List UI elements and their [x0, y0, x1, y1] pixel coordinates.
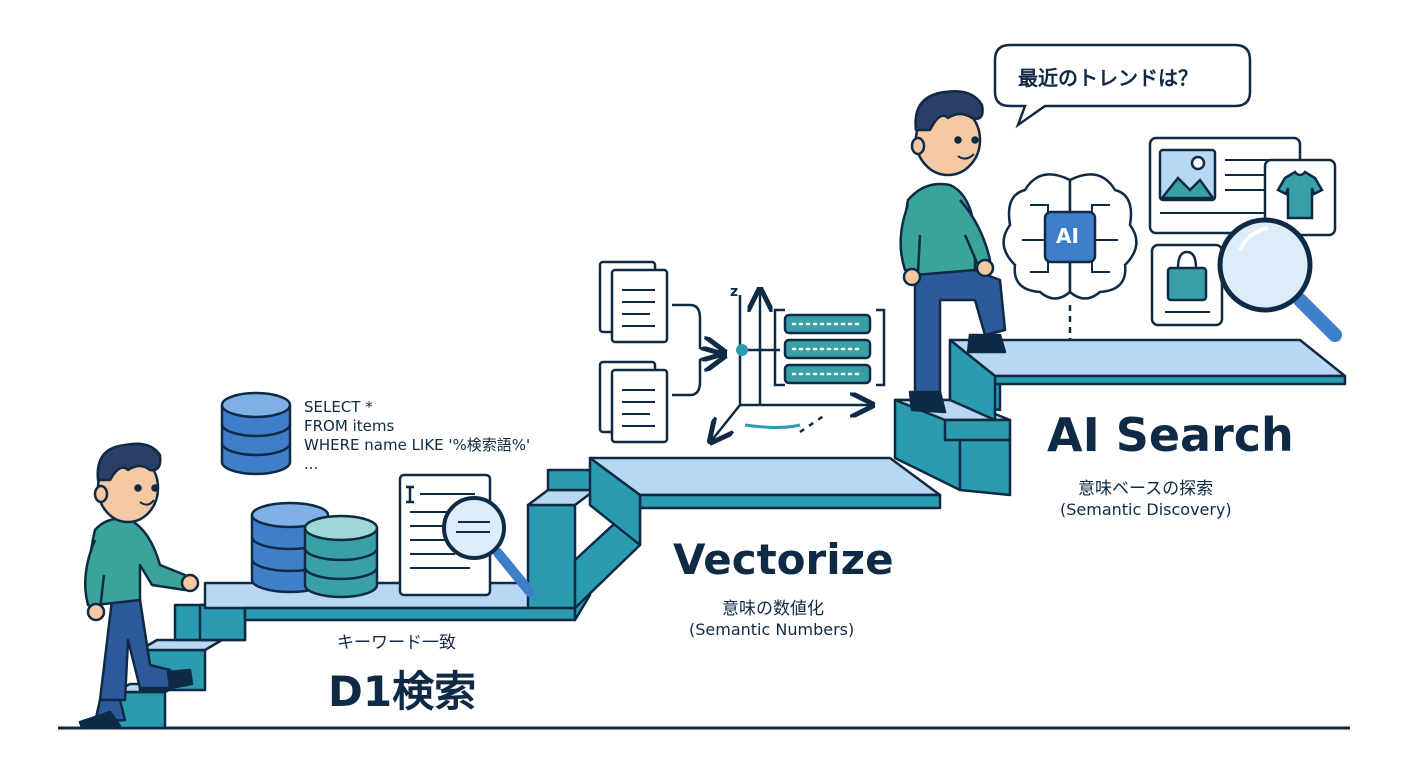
stage1-subtitle: キーワード一致	[337, 633, 456, 653]
database-icon	[220, 391, 292, 476]
product-card-bag-icon	[1150, 243, 1224, 327]
vector-axes-icon	[712, 292, 886, 440]
axis-label: z	[730, 284, 739, 300]
speech-bubble	[993, 43, 1252, 129]
sql-code-line: SELECT *	[304, 398, 373, 416]
person-icon	[899, 90, 1007, 414]
document-icon	[598, 260, 669, 344]
flow-arrow-icon	[672, 356, 722, 397]
stage2-title: Vectorize	[673, 535, 894, 584]
flow-arrow-icon	[672, 303, 722, 352]
sql-code-line: WHERE name LIKE '%検索語%'	[304, 436, 531, 454]
document-icon	[598, 360, 669, 444]
vector-rows-icon	[783, 313, 872, 385]
database-icon	[303, 514, 379, 599]
stage1-title: D1検索	[328, 667, 477, 716]
stage3-title: AI Search	[1047, 408, 1294, 462]
stage2-subtitle-en: (Semantic Numbers)	[689, 620, 855, 639]
product-card-image-icon	[1148, 136, 1302, 235]
stage3-subtitle-en: (Semantic Discovery)	[1060, 500, 1232, 519]
ai-badge-label: AI	[1056, 224, 1079, 248]
speech-bubble-text: 最近のトレンドは？	[1018, 66, 1198, 90]
magnifier-icon	[1217, 217, 1342, 342]
ai-brain-icon	[1002, 173, 1138, 340]
person-icon	[78, 442, 200, 730]
stage3-subtitle-jp: 意味ベースの探索	[1078, 479, 1214, 499]
stage2-subtitle-jp: 意味の数値化	[722, 599, 824, 619]
sql-code-line: FROM items	[304, 417, 395, 435]
document-search-icon	[398, 473, 535, 597]
sql-code-line: ...	[304, 455, 319, 473]
product-card-shirt-icon	[1263, 158, 1337, 237]
